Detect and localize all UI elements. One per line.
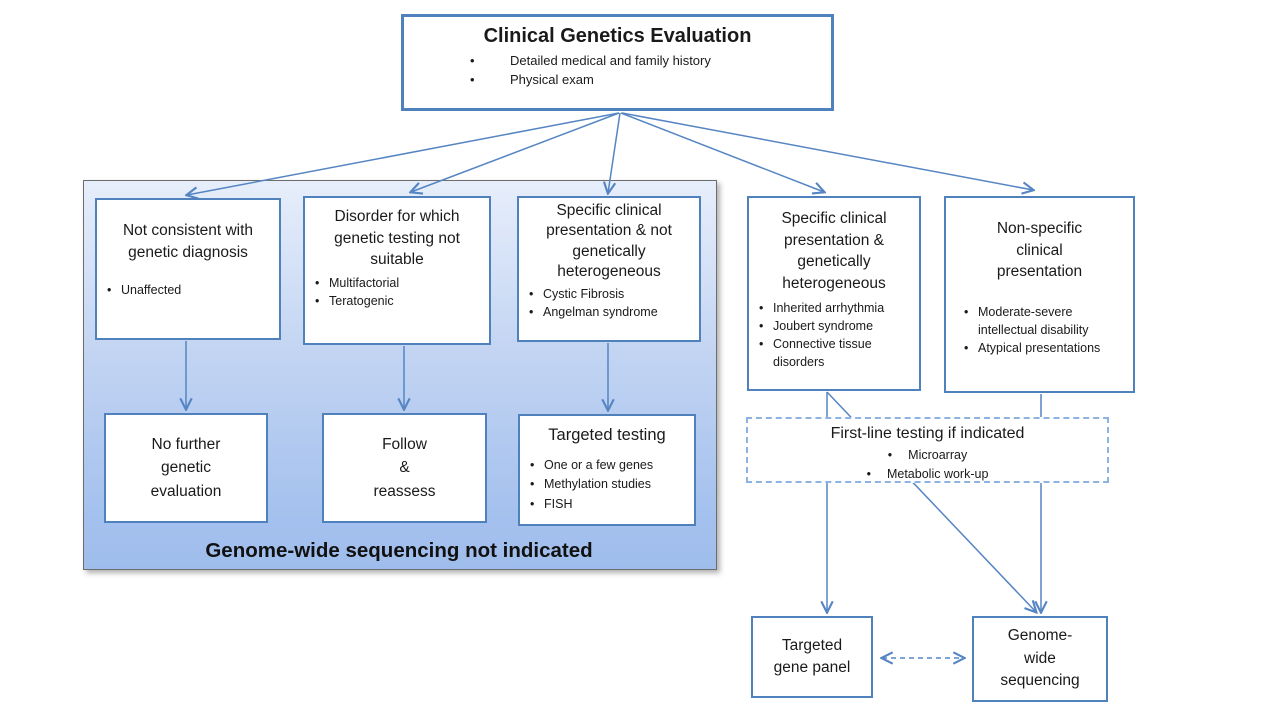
genome-wide-title: Genome- wide sequencing xyxy=(1000,627,1080,690)
bullet-item: Inherited arrhythmia xyxy=(749,299,919,317)
bullet-item: Unaffected xyxy=(97,281,279,299)
testing-not-suitable-box: Disorder for which genetic testing not s… xyxy=(303,196,491,345)
bullet-item: Metabolic work-up xyxy=(867,465,988,483)
outcome1-title: No further genetic evaluation xyxy=(150,436,222,500)
branch1-bullets: Unaffected xyxy=(97,281,279,299)
targeted-gene-panel-box: Targeted gene panel xyxy=(751,616,873,698)
first-line-testing-box: First-line testing if indicated Microarr… xyxy=(746,417,1109,483)
no-further-evaluation-box: No further genetic evaluation xyxy=(104,413,268,523)
branch2-bullets: Multifactorial Teratogenic xyxy=(305,274,489,310)
specific-not-heterogeneous-box: Specific clinical presentation & not gen… xyxy=(517,196,701,342)
bullet-item: Moderate-severe intellectual disability xyxy=(954,303,1133,339)
outcome2-title: Follow & reassess xyxy=(373,436,436,500)
panel-caption: Genome-wide sequencing not indicated xyxy=(205,539,593,562)
genome-wide-sequencing-box: Genome- wide sequencing xyxy=(972,616,1108,702)
targeted-panel-title: Targeted gene panel xyxy=(773,636,851,676)
branch3-bullets: Cystic Fibrosis Angelman syndrome xyxy=(519,285,699,321)
root-title: Clinical Genetics Evaluation xyxy=(483,25,752,47)
bullet-item: Multifactorial xyxy=(305,274,489,292)
clinical-genetics-evaluation-box: Clinical Genetics Evaluation Detailed me… xyxy=(401,14,834,111)
branch5-title: Non-specific clinical presentation xyxy=(996,220,1083,281)
bullet-item: Teratogenic xyxy=(305,292,489,310)
bullet-item: FISH xyxy=(520,495,694,514)
targeted-testing-box: Targeted testing One or a few genes Meth… xyxy=(518,414,696,526)
not-consistent-box: Not consistent with genetic diagnosis Un… xyxy=(95,198,281,340)
specific-heterogeneous-box: Specific clinical presentation & genetic… xyxy=(747,196,921,391)
outcome3-bullets: One or a few genes Methylation studies F… xyxy=(520,456,694,514)
firstline-title: First-line testing if indicated xyxy=(830,425,1025,442)
root-bullets: Detailed medical and family history Phys… xyxy=(404,52,831,90)
bullet-item: Detailed medical and family history xyxy=(468,52,831,71)
bullet-item: Angelman syndrome xyxy=(519,303,699,321)
non-specific-presentation-box: Non-specific clinical presentation Moder… xyxy=(944,196,1135,393)
bullet-item: Methylation studies xyxy=(520,475,694,494)
arrow-root-to-branch5 xyxy=(621,112,1033,190)
bullet-item: Joubert syndrome xyxy=(749,317,919,335)
bullet-item: One or a few genes xyxy=(520,456,694,475)
firstline-bullets: Microarray Metabolic work-up xyxy=(748,446,1107,482)
outcome3-title: Targeted testing xyxy=(548,426,666,444)
bullet-item: Connective tissue disorders xyxy=(749,335,919,371)
bullet-item: Microarray xyxy=(888,446,967,464)
follow-reassess-box: Follow & reassess xyxy=(322,413,487,523)
branch2-title: Disorder for which genetic testing not s… xyxy=(334,208,460,269)
bullet-item: Atypical presentations xyxy=(954,339,1133,357)
branch4-title: Specific clinical presentation & genetic… xyxy=(781,210,887,293)
bullet-item: Cystic Fibrosis xyxy=(519,285,699,303)
branch5-bullets: Moderate-severe intellectual disability … xyxy=(946,303,1133,357)
branch4-bullets: Inherited arrhythmia Joubert syndrome Co… xyxy=(749,299,919,372)
branch1-title: Not consistent with genetic diagnosis xyxy=(122,222,254,261)
bullet-item: Physical exam xyxy=(468,71,831,90)
branch3-title: Specific clinical presentation & not gen… xyxy=(546,202,672,281)
